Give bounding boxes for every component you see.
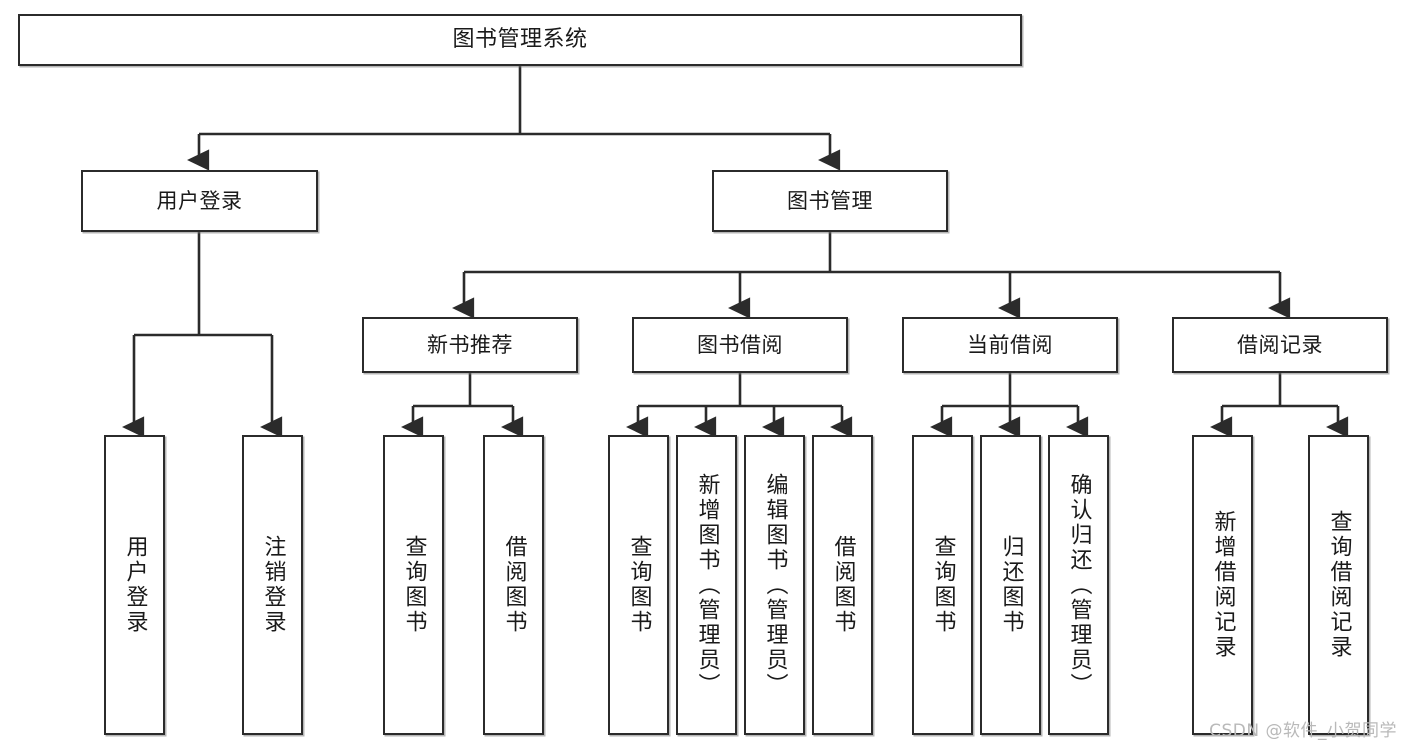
leaf-add-record[interactable]: 新增借阅记录	[1192, 435, 1253, 735]
leaf-user-logout-label: 注销登录	[260, 535, 286, 635]
node-user-login[interactable]: 用户登录	[81, 170, 318, 232]
node-current-borrow-label: 当前借阅	[967, 332, 1053, 357]
node-new-book-recommend[interactable]: 新书推荐	[362, 317, 578, 373]
leaf-query-record[interactable]: 查询借阅记录	[1308, 435, 1369, 735]
node-book-manage[interactable]: 图书管理	[712, 170, 948, 232]
leaf-query-book-2[interactable]: 查询图书	[608, 435, 669, 735]
node-book-borrow-label: 图书借阅	[697, 332, 783, 357]
leaf-query-book-3-label: 查询图书	[930, 535, 956, 635]
node-root-system[interactable]: 图书管理系统	[18, 14, 1022, 66]
leaf-confirm-return-label: 确认归还（管理员）	[1066, 472, 1092, 698]
leaf-borrow-book-1[interactable]: 借阅图书	[483, 435, 544, 735]
leaf-return-book-label: 归还图书	[998, 535, 1024, 635]
node-current-borrow[interactable]: 当前借阅	[902, 317, 1118, 373]
leaf-add-book-label: 新增图书（管理员）	[694, 472, 720, 698]
node-borrow-record-label: 借阅记录	[1237, 332, 1323, 357]
leaf-query-book-2-label: 查询图书	[626, 535, 652, 635]
leaf-confirm-return[interactable]: 确认归还（管理员）	[1048, 435, 1109, 735]
leaf-query-book-1[interactable]: 查询图书	[383, 435, 444, 735]
leaf-borrow-book-1-label: 借阅图书	[501, 535, 527, 635]
node-book-borrow[interactable]: 图书借阅	[632, 317, 848, 373]
node-user-login-label: 用户登录	[156, 188, 243, 213]
node-root-system-label: 图书管理系统	[452, 27, 588, 53]
leaf-borrow-book-2-label: 借阅图书	[830, 535, 856, 635]
leaf-edit-book[interactable]: 编辑图书（管理员）	[744, 435, 805, 735]
leaf-borrow-book-2[interactable]: 借阅图书	[812, 435, 873, 735]
leaf-user-login-label: 用户登录	[122, 535, 148, 635]
leaf-return-book[interactable]: 归还图书	[980, 435, 1041, 735]
leaf-user-login[interactable]: 用户登录	[104, 435, 165, 735]
leaf-query-book-1-label: 查询图书	[401, 535, 427, 635]
leaf-user-logout[interactable]: 注销登录	[242, 435, 303, 735]
leaf-add-book[interactable]: 新增图书（管理员）	[676, 435, 737, 735]
node-borrow-record[interactable]: 借阅记录	[1172, 317, 1388, 373]
node-new-book-recommend-label: 新书推荐	[427, 332, 513, 357]
leaf-add-record-label: 新增借阅记录	[1210, 510, 1236, 660]
leaf-edit-book-label: 编辑图书（管理员）	[762, 472, 788, 698]
leaf-query-record-label: 查询借阅记录	[1326, 510, 1352, 660]
node-book-manage-label: 图书管理	[787, 188, 873, 213]
watermark-text: CSDN @软件_小贺同学	[1209, 721, 1397, 741]
leaf-query-book-3[interactable]: 查询图书	[912, 435, 973, 735]
